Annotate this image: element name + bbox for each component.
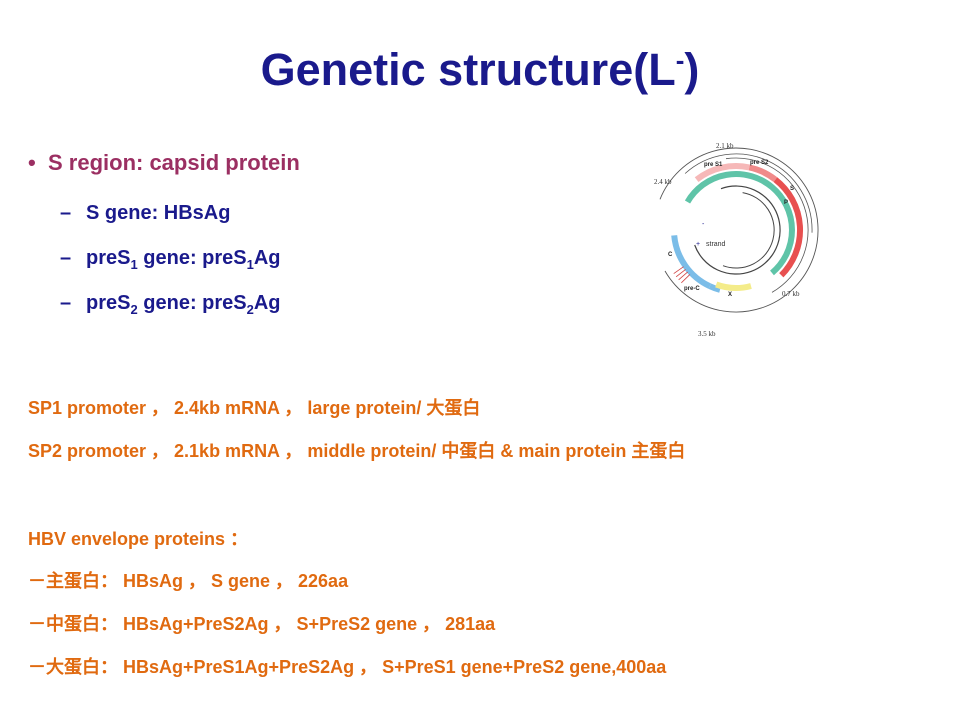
transcript-line-2-4kb (684, 153, 813, 233)
genome-arcs (659, 147, 819, 313)
dr-marker-tick (675, 269, 686, 278)
label-2-4kb: 2.4 kb (654, 178, 672, 186)
note-sp2: SP2 promoter ， 2.1kb mRNA ， middle prote… (28, 441, 686, 461)
orf-s-band (773, 177, 804, 278)
orf-x-band (715, 281, 752, 291)
minus-strand-line (694, 185, 781, 275)
label-s: S (790, 186, 794, 192)
label-c: C (668, 252, 673, 258)
page-title: Genetic structure(L-) (260, 44, 700, 95)
note-envelope-header: HBV envelope proteins ： (28, 529, 249, 549)
hbv-genome-diagram: 2.1 kb 2.4 kb 0.7 kb 3.5 kb pre S1 pre S… (654, 142, 819, 338)
title-superscript: - (675, 45, 685, 75)
label-pre-c: pre-C (684, 286, 700, 292)
bullet-marker: • (28, 150, 36, 175)
label-3-5kb: 3.5 kb (698, 330, 716, 338)
orf-p-band (684, 171, 795, 276)
dr-marker-tick (678, 271, 688, 281)
transcript-line-2-1kb (725, 157, 809, 293)
label-plus-strand: + (696, 241, 700, 248)
sub-item-pres2: –preS2 gene: preS2Ag (60, 292, 281, 317)
sub-item-pres1: –preS1 gene: preS1Ag (60, 247, 281, 272)
bullet-s-region: •S region: capsid protein (28, 150, 300, 175)
note-large-protein: －大蛋白： HBsAg+PreS1Ag+PreS2Ag ， S+PreS1 ge… (28, 657, 667, 677)
note-middle-protein: －中蛋白： HBsAg+PreS2Ag ， S+PreS2 gene ， 281… (28, 614, 496, 634)
orf-prec-band (708, 283, 721, 293)
sub-item-s-gene: –S gene: HBsAg (60, 202, 231, 224)
label-minus-strand: - (702, 221, 705, 228)
dr-marker-tick (681, 274, 691, 284)
label-2-1kb: 2.1 kb (716, 142, 734, 150)
label-pres2: pre S2 (750, 160, 769, 166)
transcript-line-3-5kb (659, 147, 819, 313)
note-sp1: SP1 promoter ， 2.4kb mRNA ， large protei… (28, 398, 481, 418)
label-strand: strand (706, 241, 726, 248)
label-pres1: pre S1 (704, 162, 723, 168)
orf-c-band (671, 235, 712, 289)
label-0-7kb: 0.7 kb (782, 290, 800, 298)
dr-marker-tick (673, 266, 684, 274)
orf-pres2-band (748, 164, 778, 183)
label-p: P (784, 200, 788, 206)
label-x: X (728, 292, 732, 298)
plus-strand-line (722, 192, 775, 269)
note-main-protein: －主蛋白： HBsAg ， S gene ， 226aa (28, 571, 349, 591)
orf-pres1-band (694, 163, 750, 183)
